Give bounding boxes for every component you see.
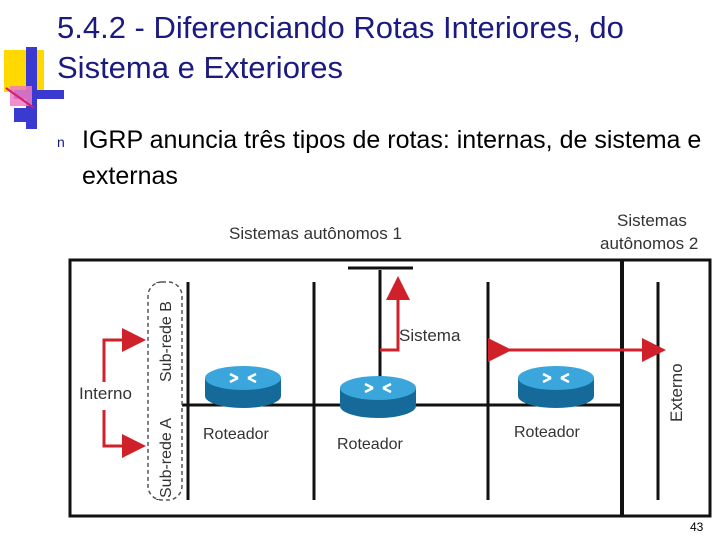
routing-diagram: Sistemas autônomos 1 Sistemas autônomos … — [68, 211, 712, 518]
interno-label: Interno — [79, 384, 132, 403]
router-1-label: Roteador — [203, 426, 269, 443]
subnet-a-label: Sub-rede A — [158, 418, 175, 498]
sistema-arrow — [380, 276, 410, 352]
decor-diagonal-line — [5, 87, 35, 109]
interno-arrow-down — [102, 410, 146, 458]
decor-pink-square — [10, 86, 32, 106]
slide-title: 5.4.2 - Diferenciando Rotas Interiores, … — [57, 10, 624, 85]
page-number: 43 — [690, 520, 704, 534]
subnet-group — [147, 281, 183, 501]
subnet-b-label: Sub-rede B — [158, 301, 175, 382]
bullet-text: IGRP anuncia três tipos de rotas: intern… — [82, 126, 702, 190]
as2-label-line2: autônomos 2 — [600, 234, 698, 253]
decor-blue-small-square — [14, 108, 28, 122]
as2-separator — [620, 260, 624, 516]
router-1 — [205, 366, 281, 408]
as1-boundary — [68, 258, 712, 518]
router-2 — [340, 376, 416, 418]
externo-label: Externo — [667, 363, 686, 422]
decor-blue-horizontal-bar — [14, 90, 64, 99]
decor-yellow-square — [4, 50, 44, 92]
interno-arrow-up — [102, 328, 146, 382]
bullet-marker-icon: n — [57, 134, 65, 150]
router-3 — [518, 366, 594, 408]
router-2-label: Roteador — [337, 436, 403, 453]
as1-label: Sistemas autônomos 1 — [229, 224, 402, 243]
as2-label-line1: Sistemas — [617, 211, 687, 230]
sistema-label: Sistema — [399, 326, 461, 345]
router-3-label: Roteador — [514, 424, 580, 441]
